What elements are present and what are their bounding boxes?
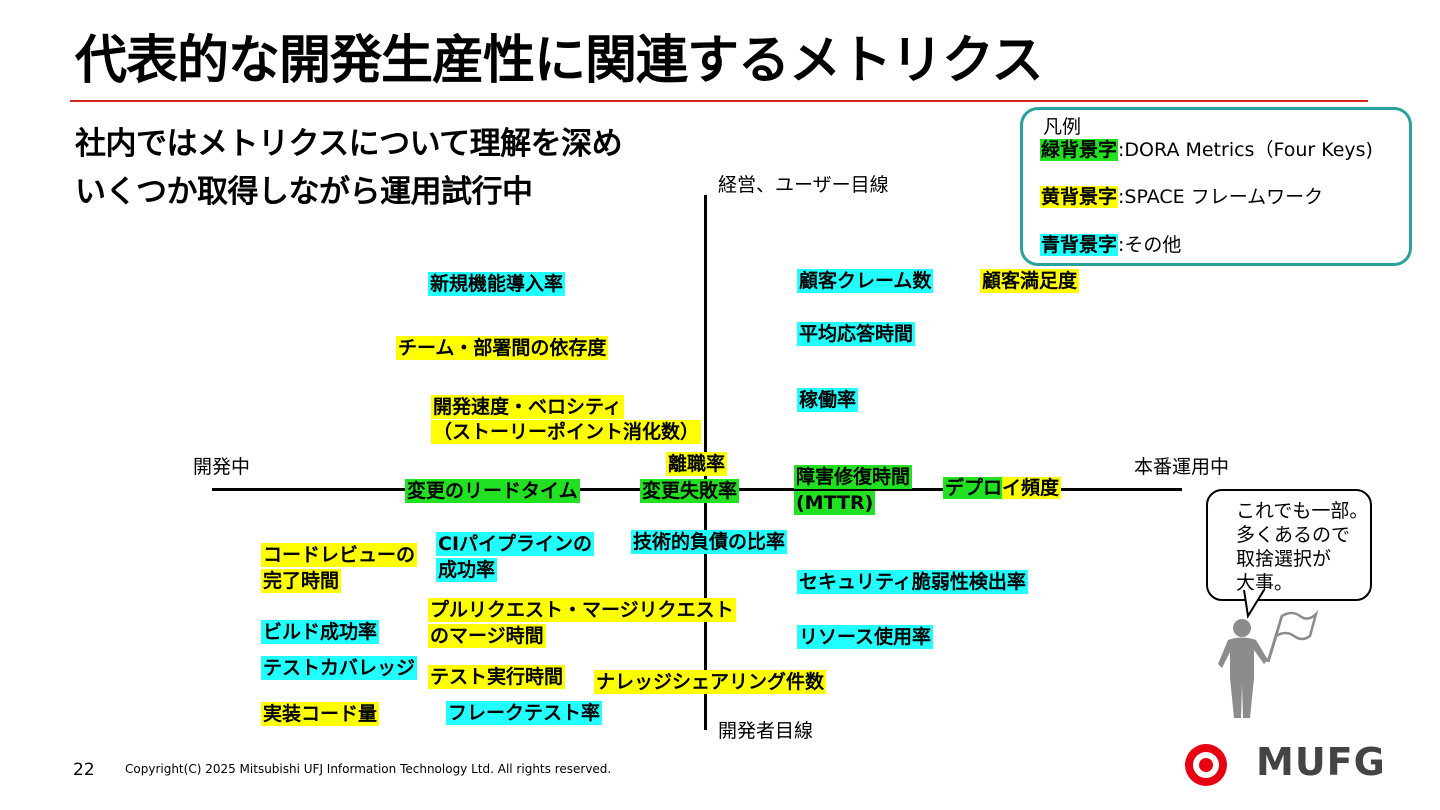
metric-flaky-test: フレークテスト率 <box>446 701 603 725</box>
metric-mttr-line2: (MTTR) <box>794 491 876 515</box>
legend-key-green: 緑背景字 <box>1040 139 1119 161</box>
speech-bubble: これでも一部。 多くあるので 取捨選択が 大事。 <box>1206 489 1372 601</box>
bubble-line: 取捨選択が <box>1236 548 1332 570</box>
axis-label-top: 経営、ユーザー目線 <box>718 174 889 196</box>
metric-team-dependency: チーム・部署間の依存度 <box>396 336 609 360</box>
legend-item-yellow: 黄背景字:SPACE フレームワーク <box>1040 182 1323 209</box>
metric-velocity-line2: （ストーリーポイント消化数） <box>431 420 702 444</box>
speech-bubble-tail <box>1243 590 1265 619</box>
mufg-logo-icon <box>1185 744 1227 786</box>
page-title: 代表的な開発生産性に関連するメトリクス <box>75 31 1043 91</box>
copyright-text: Copyright(C) 2025 Mitsubishi UFJ Informa… <box>125 762 612 776</box>
metric-tech-debt: 技術的負債の比率 <box>631 530 788 554</box>
legend-title: 凡例 <box>1043 116 1082 138</box>
legend-key-cyan: 青背景字 <box>1040 234 1119 256</box>
axis-label-left: 開発中 <box>193 456 251 478</box>
metric-code-review-line2: 完了時間 <box>261 569 342 593</box>
legend-item-cyan: 青背景字:その他 <box>1040 230 1181 257</box>
speech-bubble-text: これでも一部。 多くあるので 取捨選択が 大事。 <box>1236 499 1368 595</box>
title-underline <box>70 100 1368 102</box>
metric-build-success: ビルド成功率 <box>261 620 380 644</box>
metric-ci-success-line2: 成功率 <box>436 558 498 582</box>
metric-new-feature-adoption: 新規機能導入率 <box>428 272 566 296</box>
metric-test-coverage: テストカバレッジ <box>261 656 418 680</box>
metric-mttr-line1: 障害修復時間 <box>794 465 913 489</box>
legend-sep: : <box>1118 186 1125 208</box>
subtitle-line2: いくつか取得しながら運用試行中 <box>75 174 533 210</box>
metric-deploy-frequency: デプロイ頻度 <box>943 476 1062 500</box>
legend-box: 凡例 緑背景字:DORA Metrics（Four Keys) 黄背景字:SPA… <box>1020 107 1412 266</box>
metric-resource-usage: リソース使用率 <box>797 625 934 649</box>
metric-security-vuln: セキュリティ脆弱性検出率 <box>797 570 1028 594</box>
person-with-flag-icon <box>1218 609 1319 718</box>
bubble-line: これでも一部。 <box>1236 500 1369 522</box>
bubble-line: 多くあるので <box>1236 524 1351 546</box>
page-number: 22 <box>73 760 95 780</box>
axis-label-right: 本番運用中 <box>1134 456 1230 478</box>
legend-sep: : <box>1118 234 1125 256</box>
legend-sep: : <box>1118 139 1125 161</box>
axis-label-bottom: 開発者目線 <box>718 720 814 742</box>
metric-turnover-rate: 離職率 <box>666 452 728 476</box>
metric-test-exec-time: テスト実行時間 <box>428 665 566 689</box>
metric-ci-success-line1: CIパイプラインの <box>436 532 595 556</box>
metric-deploy-frequency-space: イ頻度 <box>1002 477 1062 499</box>
metric-velocity-line1: 開発速度・ベロシティ <box>431 395 624 419</box>
metric-pr-merge-line1: プルリクエスト・マージリクエスト <box>428 598 736 622</box>
legend-desc-cyan: その他 <box>1124 234 1182 256</box>
metric-impl-code-volume: 実装コード量 <box>261 702 380 726</box>
metric-customer-satisfaction: 顧客満足度 <box>980 269 1080 293</box>
metric-customer-complaints: 顧客クレーム数 <box>797 269 934 293</box>
metric-avg-response-time: 平均応答時間 <box>797 322 916 346</box>
metric-change-failure-rate: 変更失敗率 <box>640 479 740 503</box>
subtitle-line1: 社内ではメトリクスについて理解を深め <box>75 126 623 162</box>
metric-lead-time: 変更のリードタイム <box>405 479 580 503</box>
metric-deploy-frequency-dora: デプロ <box>943 477 1003 499</box>
legend-key-yellow: 黄背景字 <box>1040 186 1119 208</box>
mufg-logo-text: MUFG <box>1256 740 1386 784</box>
metric-knowledge-sharing: ナレッジシェアリング件数 <box>594 670 827 694</box>
metric-availability: 稼働率 <box>797 388 859 412</box>
legend-desc-yellow: SPACE フレームワーク <box>1124 186 1324 208</box>
legend-desc-green: DORA Metrics（Four Keys) <box>1124 139 1373 161</box>
legend-item-green: 緑背景字:DORA Metrics（Four Keys) <box>1040 135 1373 162</box>
bubble-line: 大事。 <box>1236 572 1294 594</box>
metric-pr-merge-line2: のマージ時間 <box>428 624 546 648</box>
metric-code-review-line1: コードレビューの <box>261 543 418 567</box>
